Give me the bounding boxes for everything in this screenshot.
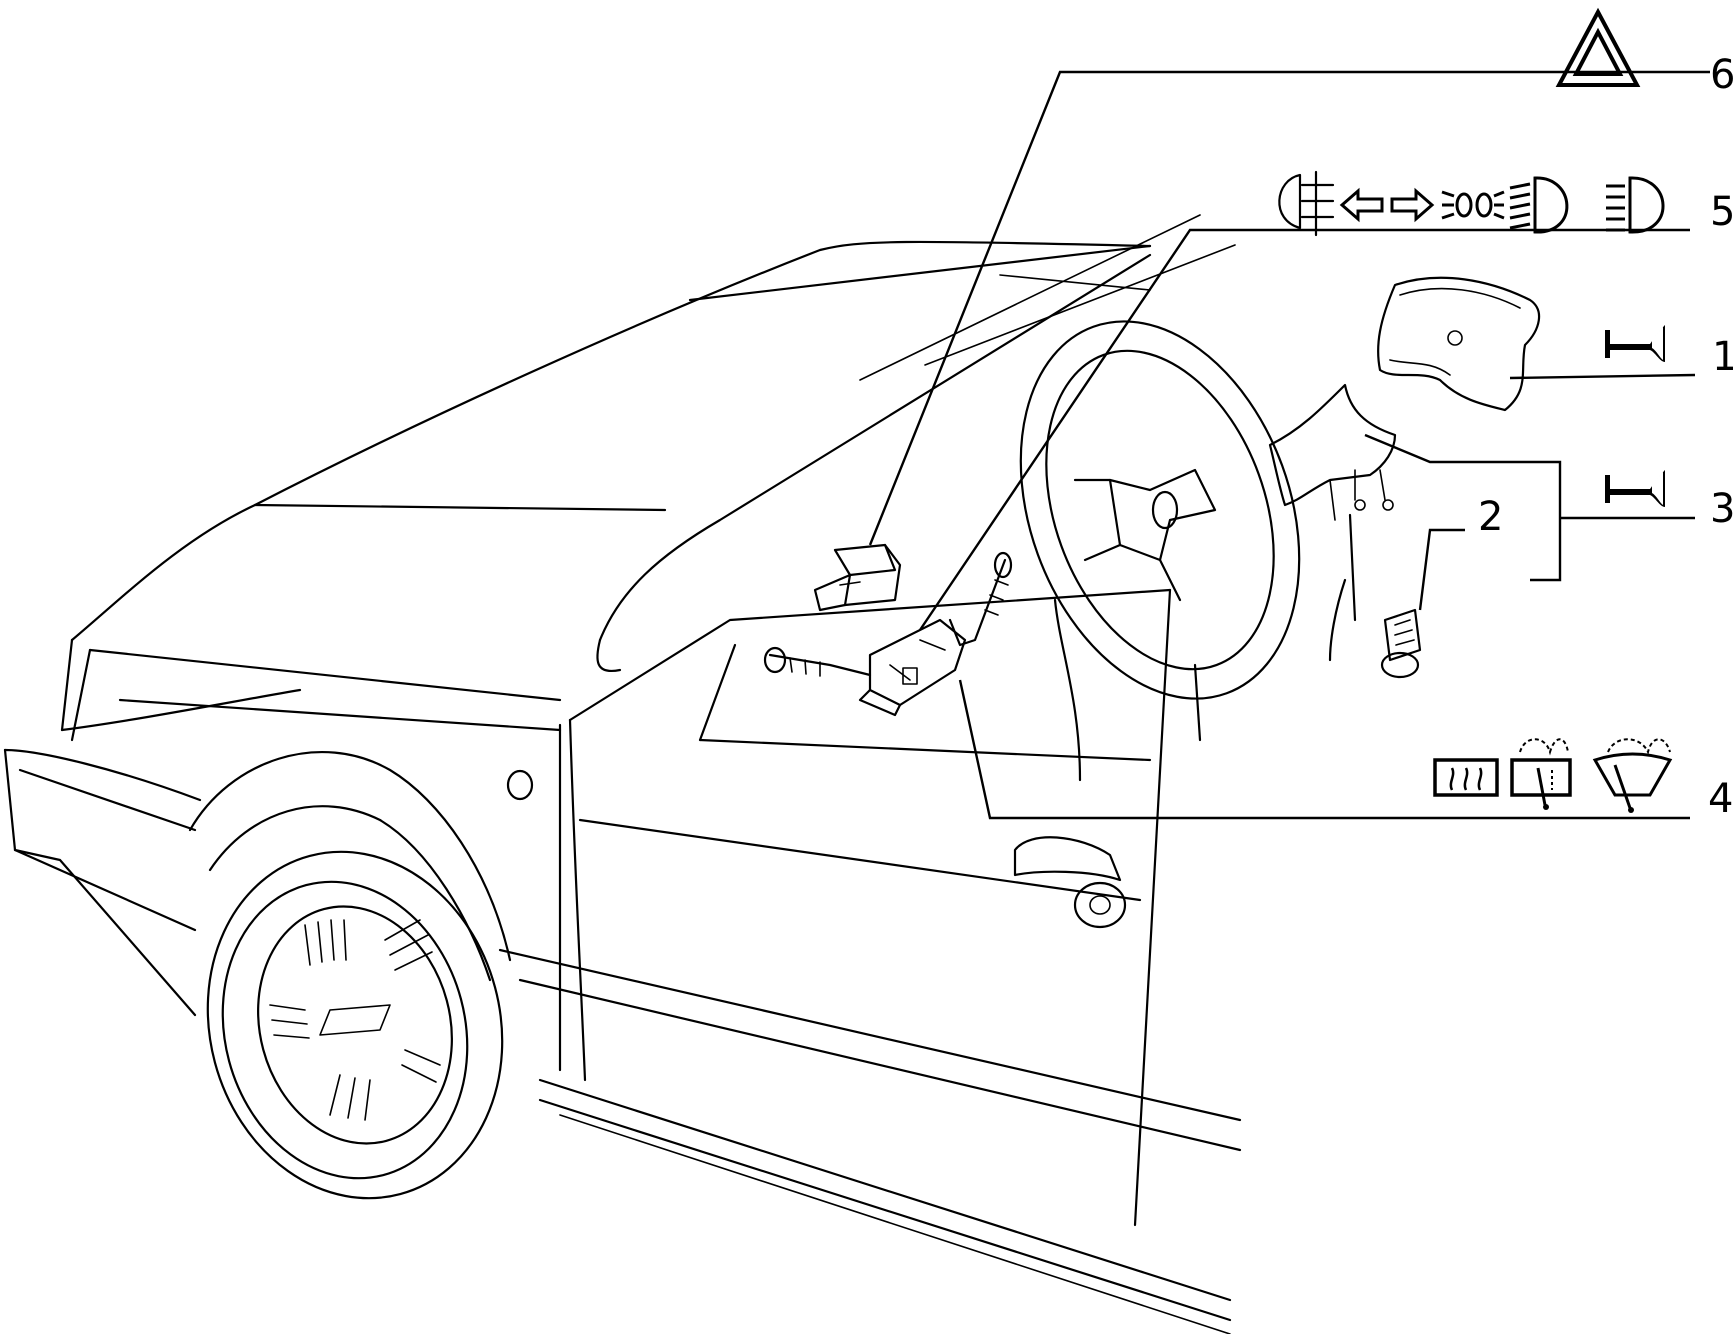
callout-4: 4 (1708, 776, 1733, 822)
callout-5: 5 (1710, 189, 1733, 235)
rear-defrost-icon (1433, 758, 1499, 797)
hazard-switch (813, 543, 902, 612)
turn-right-icon (1390, 187, 1435, 223)
fog-light-icon (1278, 170, 1335, 237)
windscreen-washer-icon (1510, 738, 1572, 810)
high-beam-icon (1606, 176, 1665, 234)
leader-lines (868, 70, 1710, 820)
ignition-barrel (1328, 513, 1422, 679)
stalk-switch-assembly (763, 551, 1013, 717)
callout-1: 1 (1712, 334, 1733, 380)
callout-3: 3 (1710, 486, 1733, 532)
turn-left-icon (1339, 187, 1384, 223)
windscreen-wiper-icon (1592, 738, 1673, 813)
parking-light-icon (1441, 190, 1505, 220)
car-body (3, 214, 1242, 1334)
low-beam-icon (1509, 176, 1569, 234)
horn-pad (1268, 383, 1397, 521)
horn-icon (1605, 325, 1665, 362)
callout-6: 6 (1710, 52, 1733, 98)
hazard-triangle-icon (1555, 7, 1641, 87)
steering-wheel (1019, 320, 1301, 782)
callout-2: 2 (1478, 494, 1503, 540)
horn-icon (1605, 470, 1665, 507)
airbag-cover (1377, 276, 1541, 412)
